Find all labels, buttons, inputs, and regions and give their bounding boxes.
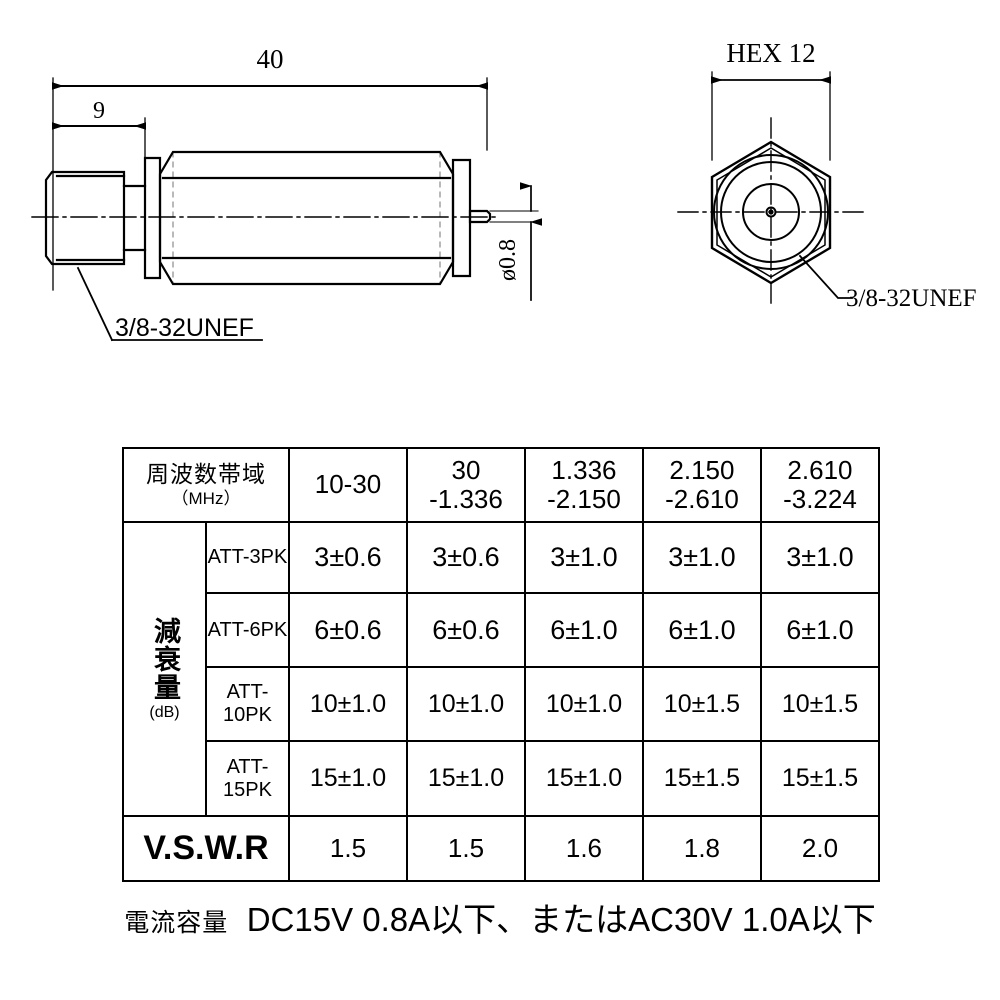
table-row: 減衰量 (dB) ATT-3PK 3±0.6 3±0.6 3±1.0 3±1.0… [122, 521, 881, 817]
header-band-2: 30 -1.336 [405, 447, 526, 523]
band-5-line2: -3.224 [783, 484, 857, 514]
caption-lead: 電流容量 [124, 909, 229, 937]
band-1-line1: 10-30 [314, 469, 382, 500]
cell-att3-band4: 3±1.0 [641, 521, 762, 594]
cell-vswr-band1: 1.5 [288, 815, 408, 882]
cell-att15-band5: 15±1.5 [759, 740, 881, 817]
band-4-line1: 2.150 [669, 454, 735, 485]
thread-label-side: 3/8-32UNEF [115, 314, 254, 342]
cell-att10-band5: 10±1.5 [759, 666, 881, 742]
cell-att3-band2: 3±0.6 [405, 521, 526, 594]
row-name-att-3pk: ATT-3PK [205, 521, 290, 594]
specification-table: 周波数帯域 （MHz） 10-30 30 -1.336 1.336 -2.150… [122, 447, 881, 882]
leader-thread-label-end [798, 254, 853, 299]
cell-vswr-band2: 1.5 [405, 815, 526, 882]
dim-pin-diameter-label: ø0.8 [495, 239, 521, 281]
cell-vswr-band4: 1.8 [641, 815, 762, 882]
attenuation-group-text: 減衰量 [150, 616, 180, 701]
header-frequency-unit: （MHz） [171, 488, 241, 508]
thread-label-end: 3/8-32UNEF [846, 285, 977, 312]
leader-thread-label-side [76, 266, 263, 342]
row-name-att-6pk: ATT-6PK [205, 592, 290, 668]
cell-att10-band3: 10±1.0 [523, 666, 644, 742]
header-frequency-label: 周波数帯域 （MHz） [122, 447, 290, 523]
cell-vswr-band5: 2.0 [759, 815, 881, 882]
dim-overall-label: 40 [257, 44, 284, 74]
cell-att15-band3: 15±1.0 [523, 740, 644, 817]
header-band-4: 2.150 -2.610 [641, 447, 762, 523]
table-row-vswr: V.S.W.R 1.5 1.5 1.6 1.8 2.0 [122, 815, 881, 882]
header-band-5: 2.610 -3.224 [759, 447, 881, 523]
cell-att6-band3: 6±1.0 [523, 592, 644, 668]
cell-att3-band3: 3±1.0 [523, 521, 644, 594]
cell-att6-band1: 6±0.6 [288, 592, 408, 668]
band-2-line1: 30 [451, 454, 481, 485]
cell-att10-band1: 10±1.0 [288, 666, 408, 742]
header-band-1: 10-30 [288, 447, 408, 523]
header-band-3: 1.336 -2.150 [523, 447, 644, 523]
cell-att15-band1: 15±1.0 [288, 740, 408, 817]
current-capacity-caption: 電流容量 DC15V 0.8A以下、またはAC30V 1.0A以下 [0, 893, 1000, 941]
band-4-line2: -2.610 [665, 484, 739, 514]
table-row: ATT-10PK 10±1.0 10±1.0 10±1.0 10±1.5 10±… [123, 666, 881, 742]
table-row: ATT-15PK 15±1.0 15±1.0 15±1.0 15±1.5 15±… [123, 740, 881, 817]
hex-size-label: HEX 12 [726, 38, 815, 68]
attenuation-group-label: 減衰量 (dB) [122, 521, 207, 817]
cell-att6-band2: 6±0.6 [405, 592, 526, 668]
caption-main: DC15V 0.8A以下、またはAC30V 1.0A以下 [246, 901, 876, 938]
thread-barrel [44, 170, 147, 266]
hex-body-side [158, 150, 455, 286]
technical-drawing: 40 9 3/8-32UNEF ø0.8 HEX 12 3/8-32UNEF [0, 0, 1000, 420]
cell-att6-band4: 6±1.0 [641, 592, 762, 668]
cell-att10-band2: 10±1.0 [405, 666, 526, 742]
band-3-line2: -2.150 [547, 484, 621, 514]
cell-att10-band4: 10±1.5 [641, 666, 762, 742]
row-name-att-15pk: ATT-15PK [205, 740, 290, 817]
dimension-thread [52, 117, 146, 161]
cell-att3-band5: 3±1.0 [759, 521, 881, 594]
cell-att3-band1: 3±0.6 [288, 521, 408, 594]
vswr-label: V.S.W.R [122, 815, 290, 882]
band-3-line1: 1.336 [551, 454, 617, 485]
flange-right [451, 158, 472, 278]
row-name-att-10pk: ATT-10PK [205, 666, 290, 742]
cell-att15-band4: 15±1.5 [641, 740, 762, 817]
dimension-overall [52, 77, 488, 291]
band-5-line1: 2.610 [787, 454, 853, 485]
header-frequency-text: 周波数帯域 [146, 461, 266, 488]
cell-att15-band2: 15±1.0 [405, 740, 526, 817]
band-2-line2: -1.336 [429, 484, 503, 514]
dim-thread-label: 9 [93, 98, 105, 124]
flange-left [143, 156, 162, 280]
cell-vswr-band3: 1.6 [523, 815, 644, 882]
center-pin [468, 209, 492, 224]
table-header-row: 周波数帯域 （MHz） 10-30 30 -1.336 1.336 -2.150… [122, 447, 881, 523]
table-row: ATT-6PK 6±0.6 6±0.6 6±1.0 6±1.0 6±1.0 [123, 592, 881, 668]
attenuation-group-unit: (dB) [149, 703, 180, 721]
cell-att6-band5: 6±1.0 [759, 592, 881, 668]
dimension-hex [711, 71, 831, 161]
dimension-pin-diameter [489, 182, 542, 301]
